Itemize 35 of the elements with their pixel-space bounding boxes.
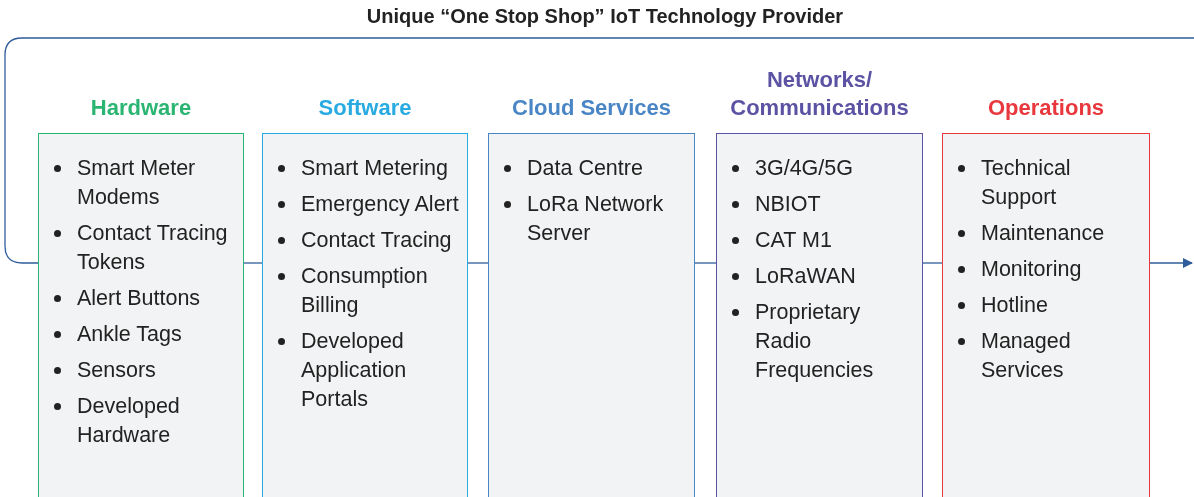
bullet-item: Developed Hardware (77, 394, 180, 447)
bullet-item: Consumption Billing (301, 264, 428, 317)
bullet-item: CAT M1 (755, 228, 832, 252)
column-heading: Networks/ Communications (729, 66, 910, 122)
bullet-item: Ankle Tags (77, 322, 182, 346)
connector-line (467, 262, 489, 264)
column-heading: Cloud Services (511, 94, 672, 122)
bullet-item: NBIOT (755, 192, 821, 216)
bullet-item: Sensors (77, 358, 156, 382)
diagram-title: Unique “One Stop Shop” IoT Technology Provider (365, 5, 845, 28)
bullet-item: Contact Tracing Tokens (77, 221, 228, 274)
column-heading: Operations (986, 94, 1106, 122)
column-heading: Software (317, 94, 413, 122)
bullet-item: Hotline (981, 293, 1048, 317)
bullet-item: Smart Metering (301, 156, 448, 180)
bullet-item: Managed Services (981, 329, 1071, 382)
bullet-item: Developed Application Portals (301, 329, 407, 411)
connector-line (243, 262, 263, 264)
bullet-item: Contact Tracing (301, 228, 452, 252)
bullet-item: Maintenance (981, 221, 1105, 245)
bullet-item: Emergency Alert (301, 192, 459, 216)
bullet-item: Monitoring (981, 257, 1082, 281)
bullet-item: 3G/4G/5G (755, 156, 853, 180)
bullet-item: Smart Meter Modems (77, 156, 196, 209)
bullet-item: LoRa Network Server (527, 192, 664, 245)
connector-line (922, 262, 943, 264)
arrow (1149, 258, 1193, 268)
bullet-item: Data Centre (527, 156, 643, 180)
column-heading: Hardware (89, 94, 193, 122)
bullet-item: Technical Support (981, 156, 1071, 209)
connector-line (694, 262, 717, 264)
bullet-item: LoRaWAN (755, 264, 856, 288)
connector-line (4, 37, 1194, 264)
bullet-item: Proprietary Radio Frequencies (755, 300, 874, 382)
bullet-item: Alert Buttons (77, 286, 201, 310)
